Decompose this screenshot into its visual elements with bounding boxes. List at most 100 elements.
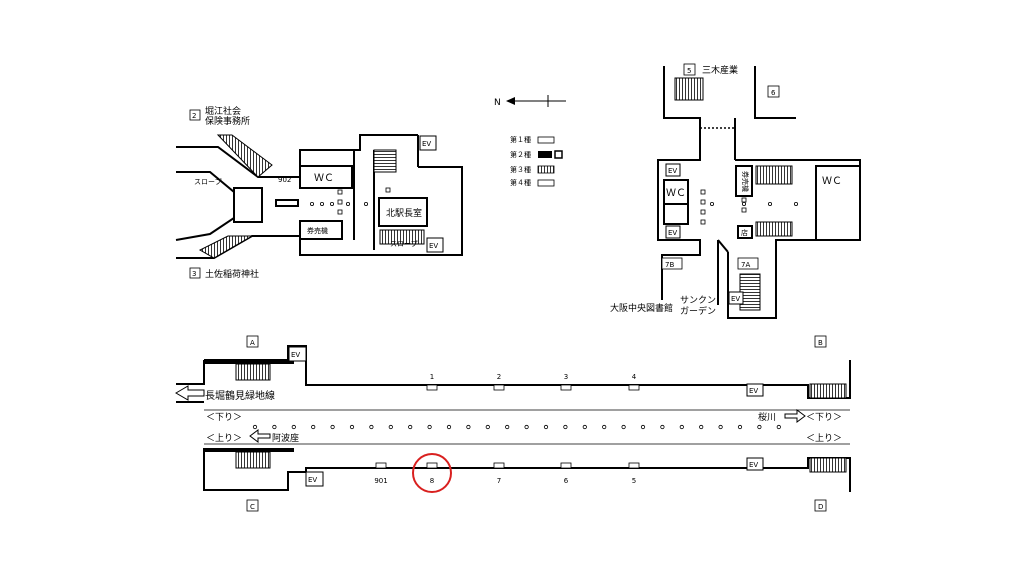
- exit-2-name-line2: 保険事務所: [205, 115, 250, 127]
- ev-label-b: EV: [749, 387, 758, 395]
- highlight-circle: [412, 453, 452, 493]
- platform-pillar: [640, 424, 646, 430]
- lower-car-number: 5: [632, 477, 636, 485]
- corner-b-label: B: [818, 339, 823, 347]
- legend-symbol-2b: [554, 150, 563, 159]
- sunken-garden-label-1: サンクン: [680, 295, 716, 306]
- lower-car-number: 8: [430, 477, 434, 485]
- ticket-machine-label-right: 券売機: [741, 171, 750, 192]
- platform-pillar: [757, 424, 762, 430]
- upper-car-marker: [493, 384, 505, 391]
- platform-pillar: [543, 424, 549, 430]
- platform-pillar: [718, 424, 723, 430]
- lower-car-number: 7: [497, 477, 501, 485]
- sunken-garden-label-2: ガーデン: [680, 305, 716, 317]
- platform-stairs: [175, 346, 847, 487]
- exit-7b-box: [661, 257, 683, 270]
- legend-type-4: 第４種: [510, 178, 531, 187]
- platform-pillar: [252, 424, 258, 430]
- legend-type-3: 第３種: [510, 165, 531, 174]
- exit-2-box: [189, 109, 201, 121]
- platform-pillar: [602, 424, 607, 430]
- exit-3-box: [189, 267, 201, 279]
- line-name-left: 長堀鶴見緑地線: [205, 389, 275, 402]
- ev-label-left-bottom: EV: [429, 242, 438, 250]
- platform-pillars: [252, 424, 781, 430]
- lower-car-marker: [493, 462, 505, 469]
- north-office-label: 北駅長室: [386, 207, 422, 219]
- legend: 第１種 第２種 第３種 第４種: [510, 135, 563, 187]
- exit-2-number: 2: [192, 112, 196, 120]
- destination-sakuragawa: 桜川: [758, 411, 776, 423]
- exit-902-label: 902: [278, 176, 291, 184]
- platform-pillar: [485, 424, 490, 430]
- legend-symbol-3: [537, 165, 555, 174]
- compass: N: [494, 95, 566, 108]
- ticket-machine-label-left: 券売機: [307, 226, 328, 235]
- platform-pillar: [660, 424, 665, 430]
- lower-car-marker: [560, 462, 572, 469]
- ev-label-right-2: EV: [668, 229, 677, 237]
- platform-pillar: [776, 424, 781, 430]
- wc-label-right: ＷＣ: [822, 176, 842, 187]
- platform-pillar: [621, 424, 626, 430]
- exit-7b-number: 7B: [665, 261, 674, 269]
- platform-pillar: [369, 424, 374, 430]
- exit-5-name: 三木産業: [702, 64, 738, 76]
- upper-car-number: 4: [632, 373, 637, 381]
- legend-type-2: 第２種: [510, 150, 531, 159]
- platform-pillar: [679, 424, 684, 430]
- corner-c: C: [246, 499, 259, 512]
- platform-pillar: [311, 424, 316, 430]
- platform-pillar: [466, 424, 471, 430]
- platform-pillar: [408, 424, 413, 430]
- legend-symbol-4: [537, 179, 555, 187]
- legend-type-1: 第１種: [510, 135, 531, 144]
- wc-label-right-left: ＷＣ: [666, 188, 686, 199]
- platform-pillar: [291, 424, 296, 430]
- exit-7a-box: [737, 257, 759, 270]
- upper-car-number: 2: [497, 373, 501, 381]
- platform-pillar: [563, 424, 568, 430]
- down-label-left: ＜下り＞: [206, 412, 242, 423]
- up-label-right: ＜上り＞: [806, 433, 842, 444]
- destination-awaza: 阿波座: [272, 432, 299, 444]
- lower-car-marker: [426, 462, 438, 469]
- platform-pillar: [388, 424, 393, 430]
- legend-symbol-1: [537, 136, 555, 144]
- exit-5-box: [683, 63, 696, 76]
- up-label-left: ＜上り＞: [206, 433, 242, 444]
- ev-label-left-top: EV: [422, 140, 431, 148]
- lower-car-number: 901: [374, 477, 387, 485]
- platform-pillar: [524, 424, 529, 430]
- platform-pillar: [330, 424, 335, 430]
- exit-3-number: 3: [192, 270, 196, 278]
- lower-car-marker: [628, 462, 640, 469]
- down-label-right: ＜下り＞: [806, 412, 842, 423]
- platform-pillar: [582, 424, 587, 430]
- right-stairs: [665, 77, 793, 311]
- upper-car-marker: [628, 384, 640, 391]
- ev-label-right-1: EV: [668, 167, 677, 175]
- exit-6-number: 6: [771, 89, 776, 97]
- upper-car-marker: [426, 384, 438, 391]
- slope-label-left: スロープ: [194, 178, 222, 186]
- corner-b: B: [814, 335, 827, 348]
- ev-label-d: EV: [749, 461, 758, 469]
- shop-label: 店: [741, 228, 748, 237]
- platform-pillar: [272, 424, 277, 430]
- platform-pillar: [737, 424, 743, 430]
- corner-a-label: A: [250, 339, 255, 347]
- legend-symbol-2: [538, 151, 552, 158]
- upper-car-number: 3: [564, 373, 568, 381]
- corner-d-label: D: [818, 503, 823, 511]
- corner-c-label: C: [250, 503, 255, 511]
- corner-a: A: [246, 335, 259, 348]
- exit-3-name: 土佐稲荷神社: [205, 268, 259, 280]
- right-pillars: [700, 189, 799, 225]
- exit-7a-number: 7A: [741, 261, 750, 269]
- corner-d: D: [814, 499, 827, 512]
